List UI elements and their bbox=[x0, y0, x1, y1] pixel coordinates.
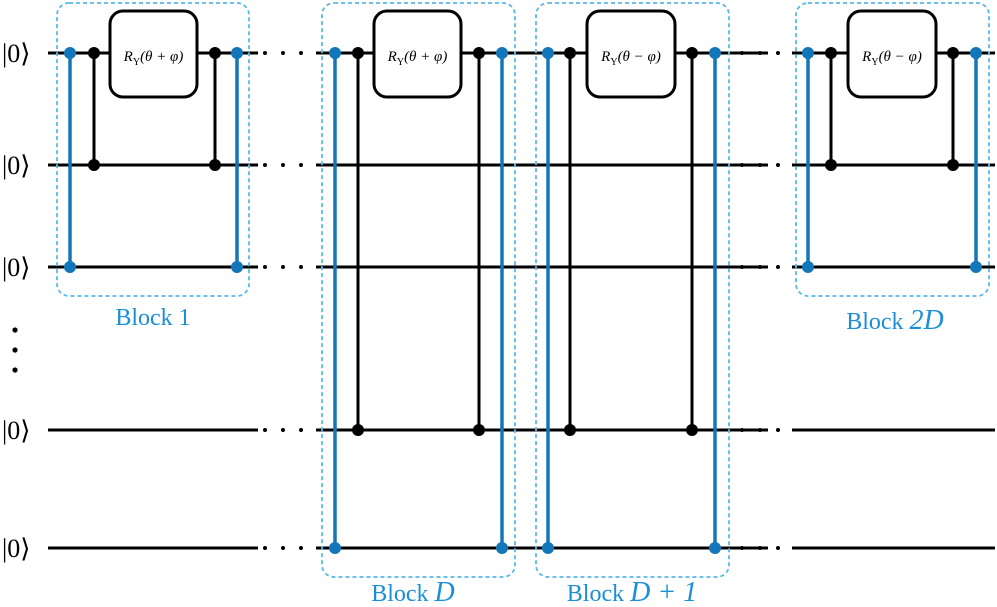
blue-control-dot bbox=[970, 261, 982, 273]
blue-control-dot bbox=[329, 47, 341, 59]
black-control-dot bbox=[686, 47, 698, 59]
blue-control-dot bbox=[329, 542, 341, 554]
block-1-label: Block 1 bbox=[115, 305, 190, 331]
continuation-dots bbox=[263, 51, 780, 550]
block-1-border bbox=[56, 2, 250, 297]
qubit-label-5: |0⟩ bbox=[2, 534, 30, 563]
block-d-plus-1: RY(θ − φ) Block D + 1 bbox=[542, 9, 721, 607]
blue-control-dot bbox=[64, 261, 76, 273]
black-control-dot bbox=[686, 424, 698, 436]
qubit-label-4: |0⟩ bbox=[2, 416, 30, 445]
blue-control-dot bbox=[802, 47, 814, 59]
blue-control-dot bbox=[64, 47, 76, 59]
blue-control-dot bbox=[496, 542, 508, 554]
black-control-dot bbox=[88, 159, 100, 171]
block-borders bbox=[56, 2, 990, 578]
block-2d-border bbox=[795, 2, 990, 297]
qubit-wires bbox=[48, 51, 995, 550]
ry-gate-label: RY(θ − φ) bbox=[600, 49, 661, 68]
qubit-label-2: |0⟩ bbox=[2, 151, 30, 180]
blue-control-dot bbox=[709, 542, 721, 554]
black-control-dot bbox=[209, 47, 221, 59]
black-control-dot bbox=[209, 159, 221, 171]
ry-gate-label: RY(θ + φ) bbox=[387, 49, 448, 68]
ry-gate-box bbox=[372, 9, 463, 99]
black-control-dot bbox=[947, 47, 959, 59]
black-control-dot bbox=[825, 47, 837, 59]
ry-gate-box bbox=[585, 9, 677, 99]
ry-gate-box bbox=[846, 9, 938, 99]
block-d: RY(θ + φ) Block D bbox=[329, 9, 508, 607]
blue-control-dot bbox=[496, 47, 508, 59]
block-d-plus-1-border bbox=[535, 2, 730, 578]
blue-control-dot bbox=[231, 261, 243, 273]
blue-control-dot bbox=[802, 261, 814, 273]
black-control-dot bbox=[825, 159, 837, 171]
ry-gate-box bbox=[108, 9, 199, 99]
block-2d-label: Block 2D bbox=[846, 305, 944, 336]
ry-gate-label: RY(θ − φ) bbox=[861, 49, 922, 68]
black-control-dot bbox=[564, 424, 576, 436]
block-1: RY(θ + φ) Block 1 bbox=[64, 9, 243, 331]
block-d-border bbox=[321, 2, 516, 578]
blue-control-dot bbox=[709, 47, 721, 59]
black-control-dot bbox=[88, 47, 100, 59]
black-control-dot bbox=[473, 47, 485, 59]
qubit-labels: |0⟩ |0⟩ |0⟩ |0⟩ |0⟩ bbox=[2, 39, 30, 563]
black-control-dot bbox=[564, 47, 576, 59]
qubit-label-1: |0⟩ bbox=[2, 39, 30, 68]
black-control-dot bbox=[473, 424, 485, 436]
ry-gate-label: RY(θ + φ) bbox=[123, 49, 184, 68]
black-control-dot bbox=[352, 47, 364, 59]
blue-control-dot bbox=[970, 47, 982, 59]
black-control-dot bbox=[947, 159, 959, 171]
block-d-plus-1-label: Block D + 1 bbox=[567, 577, 697, 607]
blue-control-dot bbox=[542, 542, 554, 554]
block-2d: RY(θ − φ) Block 2D bbox=[802, 9, 982, 336]
block-d-label: Block D bbox=[371, 577, 455, 607]
blue-control-dot bbox=[542, 47, 554, 59]
black-control-dot bbox=[352, 424, 364, 436]
vertical-ellipsis bbox=[12, 327, 18, 373]
blue-control-dot bbox=[231, 47, 243, 59]
qubit-label-3: |0⟩ bbox=[2, 253, 30, 282]
